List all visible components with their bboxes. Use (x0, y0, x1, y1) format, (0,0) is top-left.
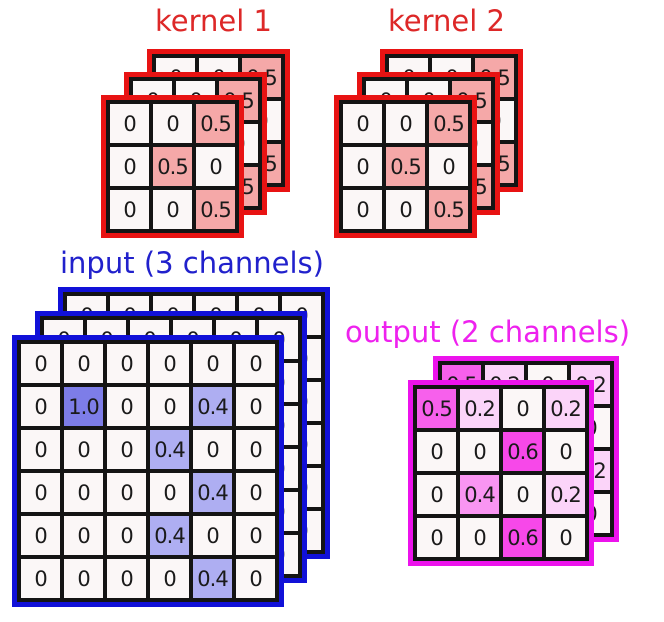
input-channels-cell-r5c6: 0 (236, 516, 275, 555)
output-channels-cell-r2c2: 0 (460, 432, 499, 471)
output-channels-cell-r1c2: 0.2 (460, 389, 499, 428)
input-channels-cell-r4c4: 0 (150, 473, 189, 512)
input-channels-cell-r6c6: 0 (236, 559, 275, 598)
output-channels-cell-r2c1: 0 (417, 432, 456, 471)
kernel-1-cell-r3c3: 0.5 (196, 190, 235, 229)
output-channels-cell-r4c1: 0 (417, 518, 456, 557)
input-channels-cell-r2c1: 0 (21, 387, 60, 426)
output-channels-cell-r4c3: 0.6 (503, 518, 542, 557)
kernel-1-title: kernel 1 (155, 4, 272, 38)
input-channels-cell-r2c4: 0 (150, 387, 189, 426)
kernel-1-cell-r3c1: 0 (110, 190, 149, 229)
output-channels-cell-r3c2: 0.4 (460, 475, 499, 514)
input-channels-cell-r5c1: 0 (21, 516, 60, 555)
kernel-1-cell-r3c2: 0 (153, 190, 192, 229)
input-channels-cell-r6c5: 0.4 (193, 559, 232, 598)
kernel-1-cell-r2c2: 0.5 (153, 147, 192, 186)
input-channels-cell-r5c4: 0.4 (150, 516, 189, 555)
input-channels-cell-r1c4: 0 (150, 344, 189, 383)
kernel-2-cell-r3c2: 0 (386, 190, 425, 229)
kernel-2-cell-r2c2: 0.5 (386, 147, 425, 186)
kernel-2-cell-r2c3: 0 (429, 147, 468, 186)
kernel-1-cell-r1c2: 0 (153, 104, 192, 143)
input-channels-cell-r2c3: 0 (107, 387, 146, 426)
output-channels-cell-r4c4: 0 (546, 518, 585, 557)
input-channels-cell-r5c2: 0 (64, 516, 103, 555)
output-channels-cell-r3c4: 0.2 (546, 475, 585, 514)
input-channels-cell-r3c5: 0 (193, 430, 232, 469)
input-channels-cell-r4c5: 0.4 (193, 473, 232, 512)
input-channels-cell-r6c3: 0 (107, 559, 146, 598)
input-channels-cell-r1c6: 0 (236, 344, 275, 383)
input-channels-cell-r4c3: 0 (107, 473, 146, 512)
kernel-2-cell-r3c1: 0 (343, 190, 382, 229)
output-channels-cell-r3c3: 0 (503, 475, 542, 514)
kernel-2-title: kernel 2 (388, 4, 505, 38)
input-channels-cell-r4c6: 0 (236, 473, 275, 512)
kernel-2-cell-r2c1: 0 (343, 147, 382, 186)
output-channels-cell-r1c4: 0.2 (546, 389, 585, 428)
input-channels-cell-r5c3: 0 (107, 516, 146, 555)
input-channels-cell-r6c2: 0 (64, 559, 103, 598)
input-channels-cell-r2c2: 1.0 (64, 387, 103, 426)
output-channels-cell-r2c4: 0 (546, 432, 585, 471)
kernel-1-cell-r2c1: 0 (110, 147, 149, 186)
input-channels-cell-r6c4: 0 (150, 559, 189, 598)
kernel-1-cell-r1c1: 0 (110, 104, 149, 143)
output-title: output (2 channels) (345, 315, 631, 349)
input-channels-cell-r1c2: 0 (64, 344, 103, 383)
input-channels-cell-r4c1: 0 (21, 473, 60, 512)
input-title: input (3 channels) (60, 246, 324, 280)
output-channels-cell-r1c1: 0.5 (417, 389, 456, 428)
input-channels-cell-r1c3: 0 (107, 344, 146, 383)
output-channels-cell-r2c3: 0.6 (503, 432, 542, 471)
input-channels-cell-r1c5: 0 (193, 344, 232, 383)
output-channels-cell-r3c1: 0 (417, 475, 456, 514)
output-channels-cell-r4c2: 0 (460, 518, 499, 557)
input-channels-cell-r3c2: 0 (64, 430, 103, 469)
kernel-2-cell-r1c3: 0.5 (429, 104, 468, 143)
kernel-2-cell-r1c2: 0 (386, 104, 425, 143)
kernel-2-cell-r1c1: 0 (343, 104, 382, 143)
input-channels-cell-r3c1: 0 (21, 430, 60, 469)
input-channels-cell-r3c3: 0 (107, 430, 146, 469)
input-channels-cell-r3c6: 0 (236, 430, 275, 469)
input-channels-cell-r1c1: 0 (21, 344, 60, 383)
kernel-1-cell-r1c3: 0.5 (196, 104, 235, 143)
input-channels-cell-r3c4: 0.4 (150, 430, 189, 469)
kernel-2-cell-r3c3: 0.5 (429, 190, 468, 229)
input-channels-cell-r6c1: 0 (21, 559, 60, 598)
kernel-1-cell-r2c3: 0 (196, 147, 235, 186)
output-channels-cell-r1c3: 0 (503, 389, 542, 428)
input-channels-cell-r2c6: 0 (236, 387, 275, 426)
input-channels-cell-r2c5: 0.4 (193, 387, 232, 426)
input-channels-cell-r5c5: 0 (193, 516, 232, 555)
input-channels-cell-r4c2: 0 (64, 473, 103, 512)
